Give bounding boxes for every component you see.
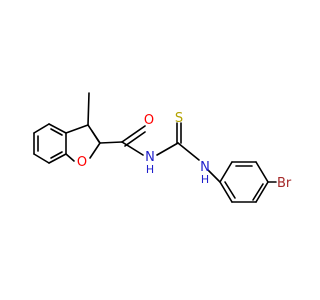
atom-label-sulfur: S: [175, 111, 183, 126]
bromophenyl-ring: [219, 161, 269, 203]
carbonyl-group: [99, 125, 146, 147]
amide-bond-c-n: [121, 141, 144, 156]
amide-bond-n-c: [156, 142, 179, 156]
atom-label-thioamide-nitrogen: N: [200, 160, 210, 175]
thioamide-bond: [177, 142, 200, 161]
methyl-bond: [87, 92, 90, 126]
atom-label-amide-hydrogen: H: [146, 163, 154, 176]
atom-label-furan-oxygen: O: [77, 155, 87, 170]
benzene-ring: [33, 123, 67, 164]
atom-label-thioamide-hydrogen: H: [201, 173, 209, 186]
furan-ring: [65, 124, 101, 162]
structure-canvas: O O N H S N H Br: [33, 92, 292, 203]
aryl-n-bond: [207, 169, 221, 183]
atom-label-bromine: Br: [277, 176, 292, 191]
atom-label-carbonyl-oxygen: O: [144, 113, 154, 128]
atom-label-amide-nitrogen: N: [145, 150, 155, 165]
thiocarbonyl-group: [176, 122, 182, 144]
